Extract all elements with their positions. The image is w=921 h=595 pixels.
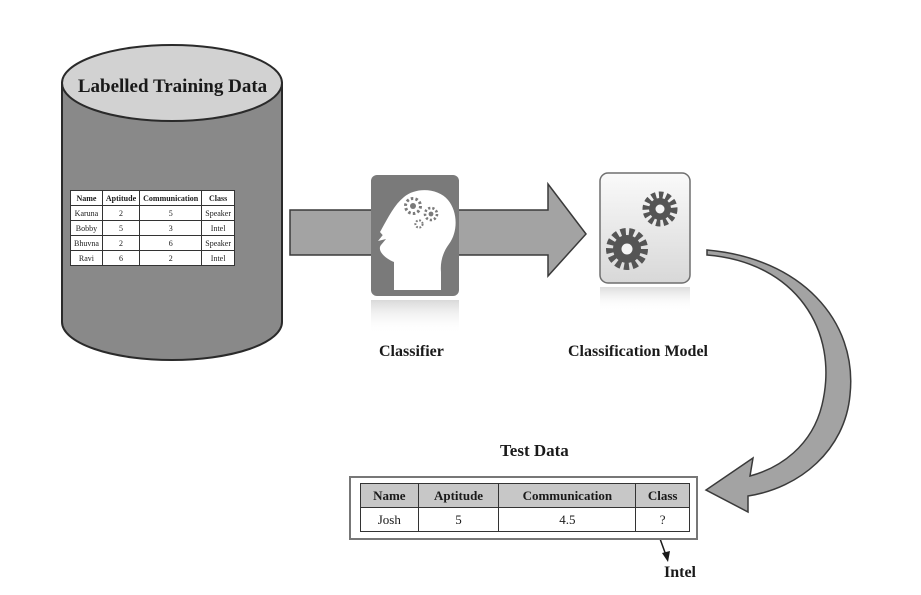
table-cell: Karuna bbox=[70, 205, 103, 221]
training-data-title: Labelled Training Data bbox=[77, 76, 268, 97]
table-cell: Bobby bbox=[70, 220, 103, 236]
classification-model-panel bbox=[599, 172, 691, 311]
unknown-class-cell: ? bbox=[635, 507, 690, 532]
table-cell: 2 bbox=[101, 235, 141, 251]
table-cell: 5 bbox=[139, 205, 203, 221]
head-gears-icon bbox=[378, 190, 456, 290]
table-row: Karuna 2 5 Speaker bbox=[70, 205, 236, 221]
test-header-class: Class bbox=[635, 483, 690, 508]
test-data-table: Name Aptitude Communication Class Josh 5… bbox=[360, 483, 690, 532]
table-cell: Intel bbox=[201, 250, 236, 266]
training-header-name: Name bbox=[70, 190, 103, 206]
table-cell: 4.5 bbox=[498, 507, 637, 532]
table-cell: Bhuvna bbox=[70, 235, 103, 251]
test-data-title: Test Data bbox=[500, 441, 569, 460]
test-header-name: Name bbox=[360, 483, 419, 508]
training-header-class: Class bbox=[201, 190, 236, 206]
table-cell: Speaker bbox=[201, 235, 236, 251]
training-table-header: Name Aptitude Communication Class bbox=[70, 190, 236, 206]
table-row: Bobby 5 3 Intel bbox=[70, 220, 236, 236]
cylinder-top bbox=[61, 44, 283, 122]
table-cell: 5 bbox=[101, 220, 141, 236]
table-cell: 2 bbox=[101, 205, 141, 221]
training-header-aptitude: Aptitude bbox=[101, 190, 141, 206]
training-data-table: Name Aptitude Communication Class Karuna… bbox=[70, 190, 236, 266]
test-header-aptitude: Aptitude bbox=[417, 483, 500, 508]
training-header-communication: Communication bbox=[139, 190, 203, 206]
table-cell: Ravi bbox=[70, 250, 103, 266]
table-cell: 6 bbox=[139, 235, 203, 251]
test-header-communication: Communication bbox=[498, 483, 637, 508]
classifier-panel bbox=[371, 175, 459, 334]
gears-icon bbox=[606, 191, 678, 270]
table-cell: 5 bbox=[417, 507, 500, 532]
table-cell: Josh bbox=[360, 507, 419, 532]
predicted-class-label: Intel bbox=[664, 564, 696, 581]
test-table-header: Name Aptitude Communication Class bbox=[360, 483, 690, 508]
table-row: Ravi 6 2 Intel bbox=[70, 250, 236, 266]
table-row: Josh 5 4.5 ? bbox=[360, 507, 690, 532]
table-cell: Speaker bbox=[201, 205, 236, 221]
table-cell: 6 bbox=[101, 250, 141, 266]
classification-model-label: Classification Model bbox=[568, 343, 708, 360]
table-row: Bhuvna 2 6 Speaker bbox=[70, 235, 236, 251]
classifier-label: Classifier bbox=[379, 343, 444, 360]
table-cell: Intel bbox=[201, 220, 236, 236]
table-cell: 3 bbox=[139, 220, 203, 236]
table-cell: 2 bbox=[139, 250, 203, 266]
prediction-curve-arrow bbox=[704, 249, 852, 514]
